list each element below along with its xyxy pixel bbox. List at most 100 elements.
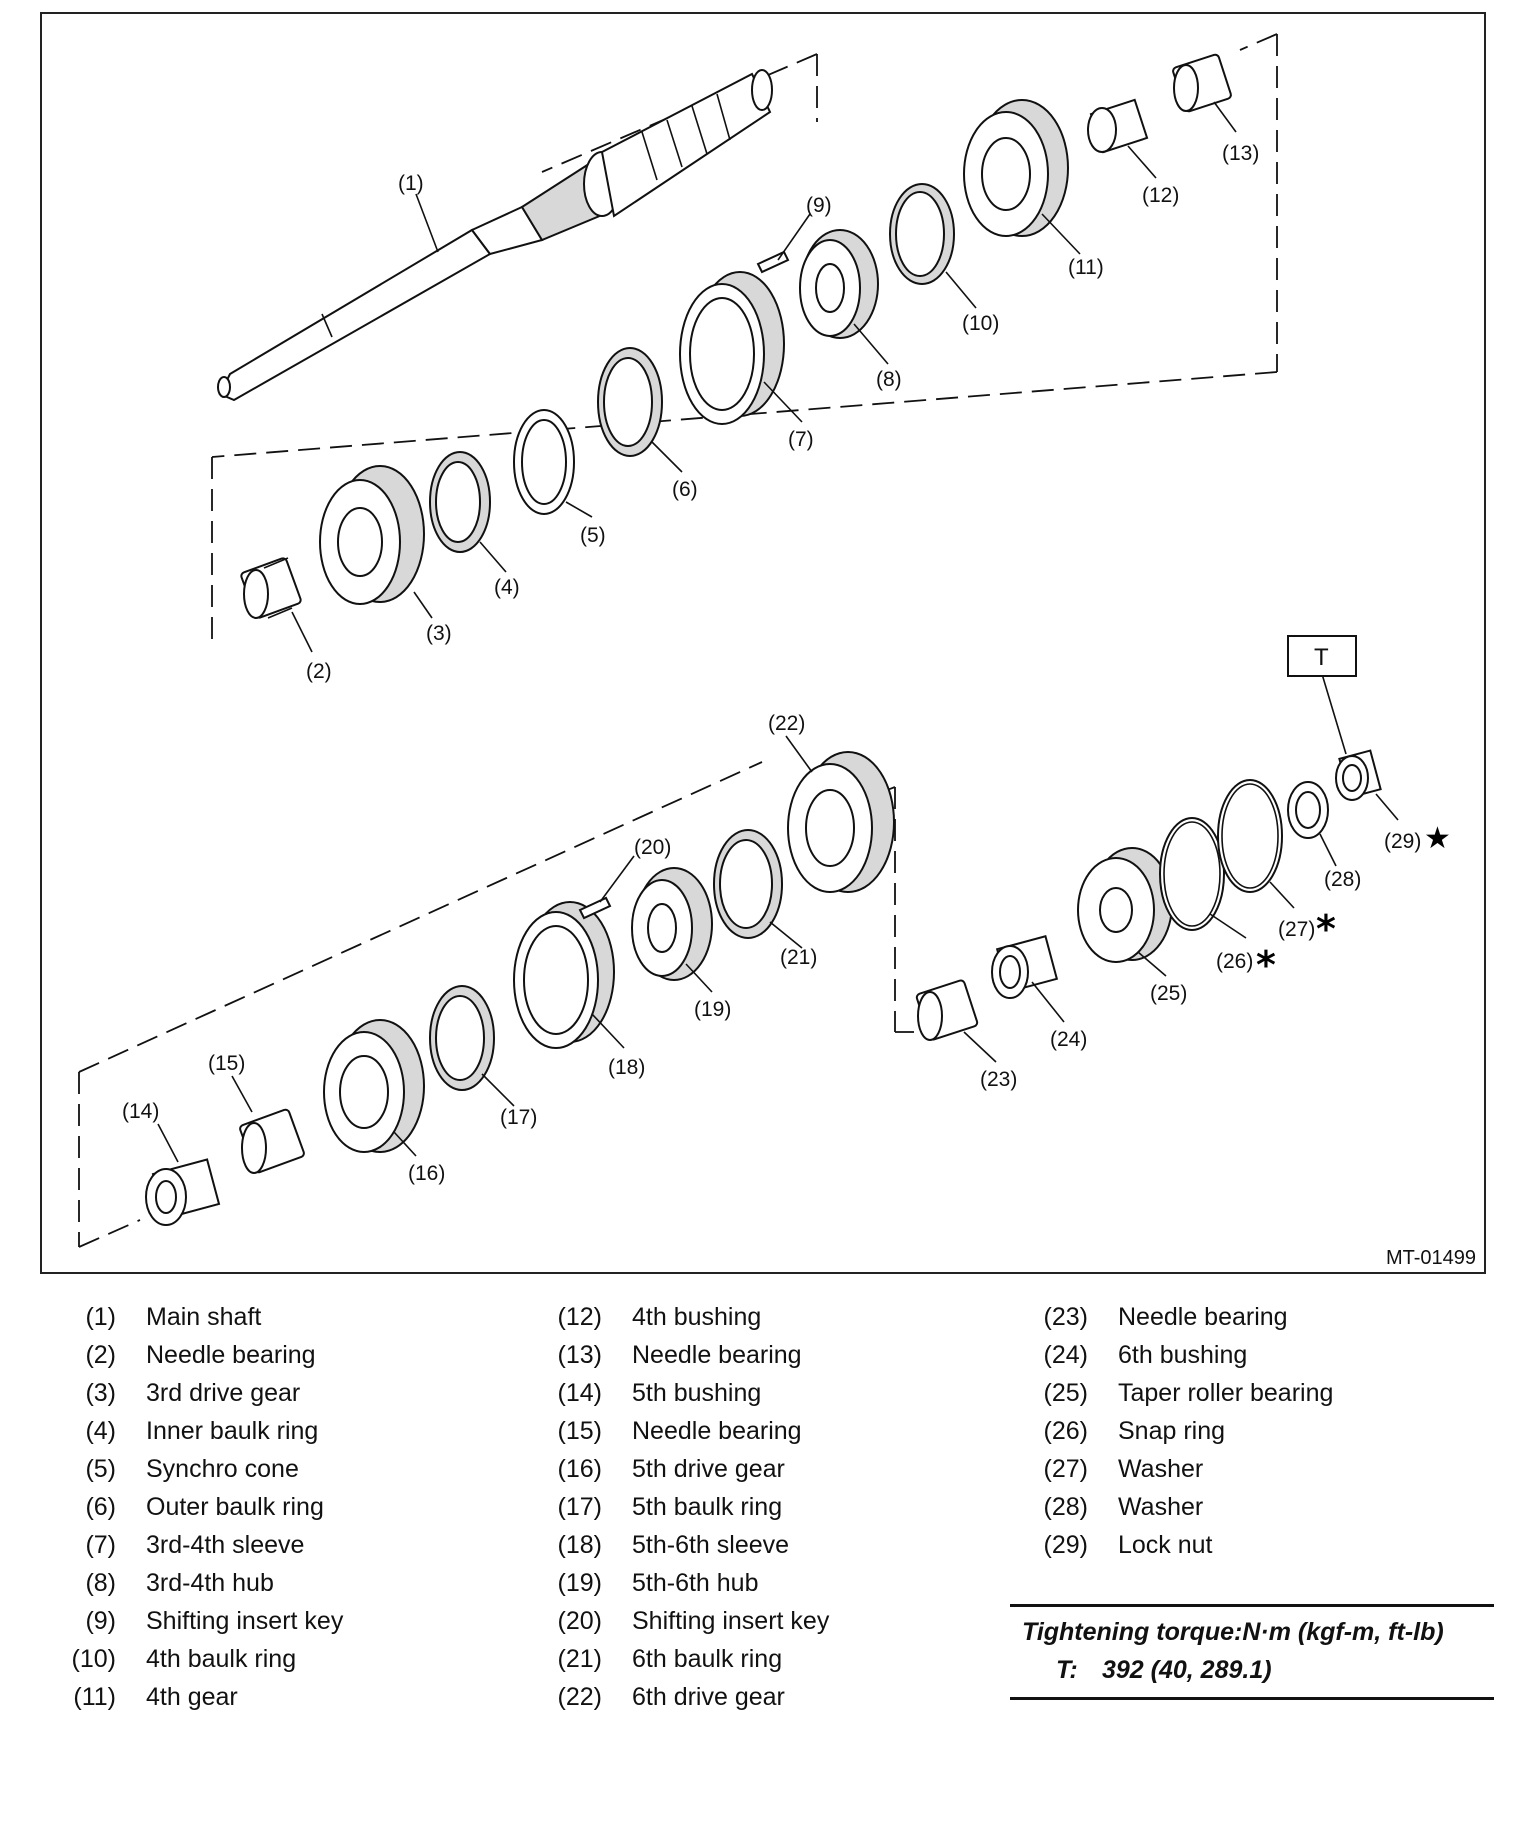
torque-spec: T: 392 (40, 289.1) bbox=[1022, 1651, 1494, 1689]
3rd-4th-hub bbox=[799, 229, 879, 339]
snap-ring bbox=[1159, 817, 1225, 931]
legend-item: (28)Washer bbox=[1024, 1488, 1333, 1526]
legend-item: (24) 6th bushing bbox=[1024, 1336, 1333, 1374]
callout-26: (26) bbox=[1216, 950, 1253, 973]
5th-6th-sleeve bbox=[513, 901, 615, 1049]
legend-item: (26) Snap ring bbox=[1024, 1412, 1333, 1450]
callout-29: (29) bbox=[1384, 830, 1421, 853]
legend-item-name: Inner baulk ring bbox=[146, 1417, 319, 1445]
legend-item: (14)5th bushing bbox=[538, 1374, 829, 1412]
5th-bushing bbox=[145, 1158, 221, 1226]
legend-item-number: (26) bbox=[1043, 1417, 1088, 1445]
legend-item: (2) Needle bearing bbox=[52, 1336, 343, 1374]
callout-21: (21) bbox=[780, 946, 817, 969]
callout-12: (12) bbox=[1142, 184, 1179, 207]
callout-13: (13) bbox=[1222, 142, 1259, 165]
callout-3: (3) bbox=[426, 622, 452, 645]
6th-baulk-ring bbox=[713, 829, 783, 939]
legend-item-name: Outer baulk ring bbox=[146, 1493, 324, 1521]
callout-16: (16) bbox=[408, 1162, 445, 1185]
legend-item-number: (11) bbox=[73, 1683, 116, 1711]
legend-item-name: Main shaft bbox=[146, 1303, 262, 1331]
5th-6th-hub bbox=[631, 867, 713, 981]
asterisk-mark-27: * bbox=[1316, 907, 1336, 951]
legend-item-name: 4th gear bbox=[146, 1683, 238, 1711]
4th-bushing bbox=[1087, 98, 1149, 154]
4th-gear bbox=[963, 99, 1069, 237]
exploded-diagram-frame: (1) (2) (3) (4) (5) (6) (7) (8) (9) (10)… bbox=[40, 12, 1486, 1274]
legend-item-number: (21) bbox=[557, 1645, 602, 1673]
callout-labels: (1) (2) (3) (4) (5) (6) (7) (8) (9) (10)… bbox=[122, 142, 1421, 1185]
star-mark: ★ bbox=[1424, 821, 1451, 856]
legend-item-number: (16) bbox=[557, 1455, 602, 1483]
callout-27: (27) bbox=[1278, 918, 1315, 941]
legend-column-3: (23)Needle bearing (24) 6th bushing (25) Tap… bbox=[1024, 1298, 1334, 1564]
legend-item: (1) Main shaft bbox=[52, 1298, 343, 1336]
legend-item: (13) Needle bearing bbox=[538, 1336, 829, 1374]
legend-item-number: (25) bbox=[1043, 1379, 1088, 1407]
legend-item-number: (10) bbox=[71, 1645, 116, 1673]
legend-item-name: Taper roller bearing bbox=[1118, 1379, 1334, 1407]
legend-item-number: (5) bbox=[85, 1455, 116, 1483]
callout-10: (10) bbox=[962, 312, 999, 335]
legend-item: (12)4th bushing bbox=[538, 1298, 829, 1336]
5th-baulk-ring bbox=[429, 985, 495, 1091]
legend-item: (27)Washer bbox=[1024, 1450, 1333, 1488]
legend-item-name: 6th baulk ring bbox=[632, 1645, 783, 1673]
4th-baulk-ring bbox=[889, 183, 955, 285]
legend-item: (25) Taper roller bearing bbox=[1024, 1374, 1334, 1412]
torque-tool-box: T bbox=[1287, 635, 1357, 677]
legend-item-number: (24) bbox=[1043, 1341, 1088, 1369]
legend-item-name: Snap ring bbox=[1118, 1417, 1226, 1445]
legend-item-number: (13) bbox=[557, 1341, 602, 1369]
callout-28: (28) bbox=[1324, 868, 1361, 891]
callout-22: (22) bbox=[768, 712, 805, 735]
torque-value: 392 (40, 289.1) bbox=[1102, 1656, 1272, 1684]
legend-item-number: (18) bbox=[557, 1531, 602, 1559]
needle-bearing-23 bbox=[915, 979, 979, 1041]
legend-item-name: 5th-6th sleeve bbox=[632, 1531, 790, 1559]
shifting-insert-key-20 bbox=[578, 896, 612, 920]
legend-item-name: Shifting insert key bbox=[146, 1607, 344, 1635]
legend-item-number: (4) bbox=[85, 1417, 116, 1445]
legend-item-name: 5th baulk ring bbox=[632, 1493, 783, 1521]
torque-key: T: bbox=[1056, 1656, 1078, 1684]
legend-item: (22)6th drive gear bbox=[538, 1678, 829, 1716]
legend-item: (4) Inner baulk ring bbox=[52, 1412, 343, 1450]
callout-19: (19) bbox=[694, 998, 731, 1021]
5th-drive-gear bbox=[323, 1019, 425, 1153]
3rd-drive-gear bbox=[319, 465, 425, 605]
legend-item-number: (7) bbox=[85, 1531, 116, 1559]
callout-14: (14) bbox=[122, 1100, 159, 1123]
legend-item-number: (2) bbox=[85, 1341, 116, 1369]
legend-item: (10) 4th baulk ring bbox=[52, 1640, 343, 1678]
synchro-cone bbox=[513, 409, 575, 515]
needle-bearing-13 bbox=[1172, 53, 1232, 113]
shifting-insert-key-9 bbox=[756, 250, 790, 274]
callout-23: (23) bbox=[980, 1068, 1017, 1091]
tightening-torque-box: Tightening torque:N·m (kgf-m, ft-lb) T: 3… bbox=[1010, 1604, 1494, 1700]
legend-item-number: (9) bbox=[85, 1607, 116, 1635]
legend-item-number: (1) bbox=[85, 1303, 116, 1331]
legend-item: (9) Shifting insert key bbox=[52, 1602, 343, 1640]
callout-6: (6) bbox=[672, 478, 698, 501]
legend-item: (3)3rd drive gear bbox=[52, 1374, 343, 1412]
legend-item-name: 3rd drive gear bbox=[146, 1379, 301, 1407]
callout-4: (4) bbox=[494, 576, 520, 599]
legend-item: (23)Needle bearing bbox=[1024, 1298, 1333, 1336]
legend-item-name: 6th bushing bbox=[1118, 1341, 1248, 1369]
legend-item-name: 4th bushing bbox=[632, 1303, 762, 1331]
torque-heading: Tightening torque:N·m (kgf-m, ft-lb) bbox=[1022, 1618, 1444, 1646]
legend-item: (6)Outer baulk ring bbox=[52, 1488, 343, 1526]
outer-baulk-ring bbox=[597, 347, 663, 457]
lock-nut bbox=[1335, 749, 1382, 801]
leader-lines bbox=[157, 101, 1399, 1163]
legend-item: (15)Needle bearing bbox=[538, 1412, 829, 1450]
legend-item-name: Needle bearing bbox=[632, 1341, 802, 1369]
legend-item-name: 4th baulk ring bbox=[146, 1645, 297, 1673]
legend-item-name: Needle bearing bbox=[146, 1341, 316, 1369]
callout-2: (2) bbox=[306, 660, 332, 683]
legend-item-name: 3rd-4th hub bbox=[146, 1569, 274, 1597]
needle-bearing-2 bbox=[240, 557, 302, 619]
legend-item-name: 6th drive gear bbox=[632, 1683, 785, 1711]
